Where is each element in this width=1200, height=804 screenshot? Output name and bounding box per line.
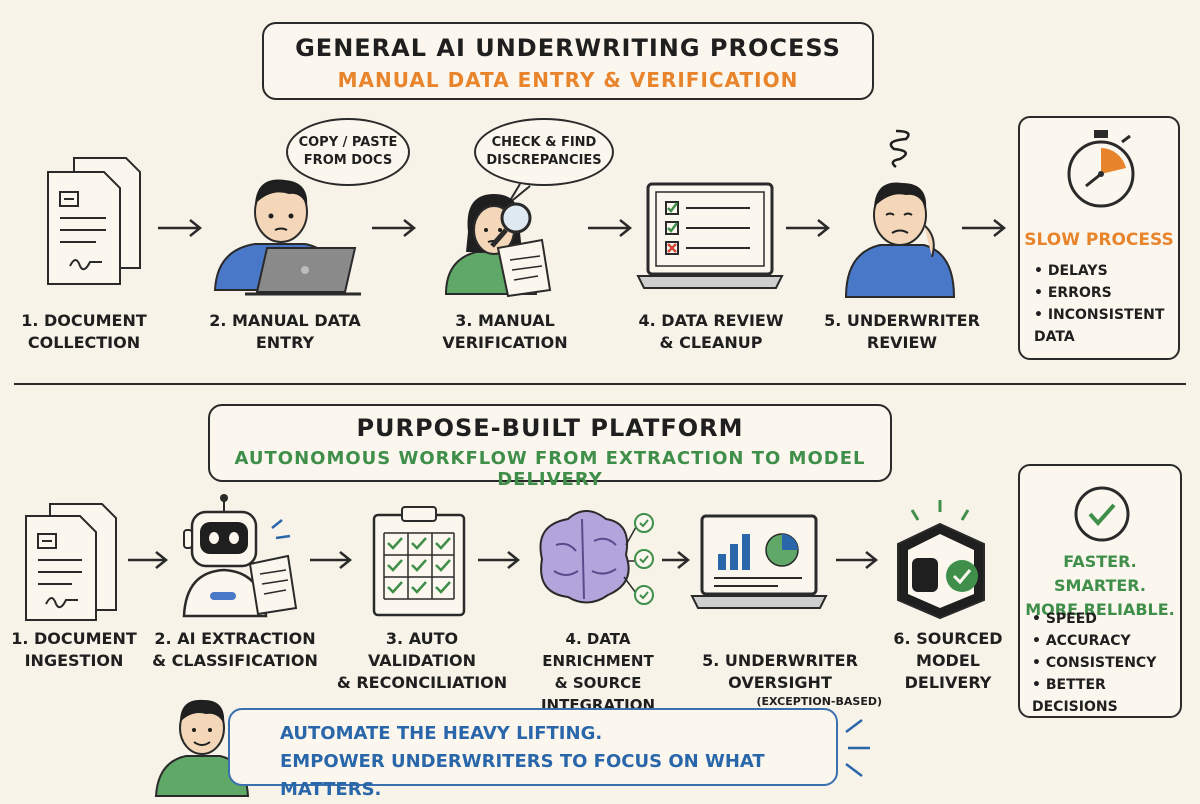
tagline-line-2: Empower underwriters to focus on what ma… bbox=[280, 751, 765, 800]
document-stack-icon bbox=[47, 157, 141, 285]
slow-process-list: Delays Errors Inconsistent Data bbox=[1034, 260, 1174, 348]
top-step-2-label: 2. Manual Data Entry bbox=[209, 311, 361, 352]
thumbs-up-person-icon bbox=[154, 699, 251, 797]
check-circle-icon bbox=[1074, 486, 1130, 542]
slow-process-box: Slow Process Delays Errors Inconsistent … bbox=[1018, 116, 1180, 360]
stopwatch-icon bbox=[1067, 130, 1135, 208]
document-ingestion-icon bbox=[25, 503, 117, 621]
bottom-title-box: Purpose-Built Platform Autonomous Workfl… bbox=[208, 404, 892, 490]
top-title: General AI Underwriting Process bbox=[295, 34, 841, 62]
top-step-3-label: 3. Manual Verification bbox=[442, 311, 568, 352]
bottom-subtitle: Autonomous Workflow from Extraction to M… bbox=[234, 448, 866, 490]
slow-process-item: Delays bbox=[1034, 260, 1174, 282]
bubble-check-discrepancies: Check & Find Discrepancies bbox=[474, 118, 614, 186]
stressed-underwriter-icon bbox=[844, 129, 956, 298]
top-subtitle: Manual Data Entry & Verification bbox=[337, 68, 799, 92]
slow-process-title: Slow Process bbox=[1024, 230, 1174, 250]
benefit-item: Better Decisions bbox=[1032, 674, 1182, 718]
benefits-list: Speed Accuracy Consistency Better Decisi… bbox=[1032, 608, 1182, 718]
benefit-item: Speed bbox=[1032, 608, 1182, 630]
top-step-1-label: 1. Document Collection bbox=[21, 311, 147, 352]
person-magnifier-icon bbox=[444, 194, 552, 298]
bottom-step-5-main: 5. Underwriter Oversight bbox=[702, 651, 858, 692]
robot-icon bbox=[182, 494, 298, 618]
person-laptop-icon bbox=[213, 179, 361, 296]
section-divider bbox=[14, 383, 1186, 385]
benefits-box: Faster. Smarter. More Reliable. Speed Ac… bbox=[1018, 464, 1182, 718]
bottom-step-4-label: 4. Data Enrichment & Source Integration bbox=[540, 630, 656, 714]
bottom-step-3-label: 3. Auto Validation & Reconciliation bbox=[336, 629, 508, 692]
benefit-item: Accuracy bbox=[1032, 630, 1182, 652]
brain-icon bbox=[539, 510, 654, 605]
sparkle-lines-icon bbox=[845, 719, 870, 777]
laptop-checklist-icon bbox=[636, 182, 784, 289]
bottom-step-1-label: 1. Document Ingestion bbox=[11, 629, 137, 670]
tagline-banner: Automate the heavy lifting. Empower unde… bbox=[228, 708, 838, 800]
slow-process-item: Errors bbox=[1034, 282, 1174, 304]
top-step-4-label: 4. Data Review & Cleanup bbox=[638, 311, 784, 352]
tagline-line-1: Automate the heavy lifting. bbox=[280, 723, 603, 744]
bottom-step-6-label: 6. Sourced Model Delivery bbox=[893, 629, 1003, 692]
clipboard-grid-icon bbox=[372, 506, 466, 617]
slow-process-item: Inconsistent Data bbox=[1034, 304, 1174, 348]
bottom-step-2-label: 2. AI Extraction & Classification bbox=[152, 629, 318, 670]
bottom-title: Purpose-Built Platform bbox=[356, 414, 744, 442]
analytics-laptop-icon bbox=[690, 514, 828, 609]
top-title-box: General AI Underwriting Process Manual D… bbox=[262, 22, 874, 100]
top-step-5-label: 5. Underwriter Review bbox=[824, 311, 980, 352]
benefit-item: Consistency bbox=[1032, 652, 1182, 674]
model-delivery-box-icon bbox=[897, 500, 985, 620]
bubble-copy-paste: Copy / Paste from Docs bbox=[286, 118, 410, 186]
bottom-step-5-note: (Exception-Based) bbox=[756, 695, 883, 708]
bottom-step-5-label: 5. Underwriter Oversight (Exception-Base… bbox=[682, 628, 882, 716]
